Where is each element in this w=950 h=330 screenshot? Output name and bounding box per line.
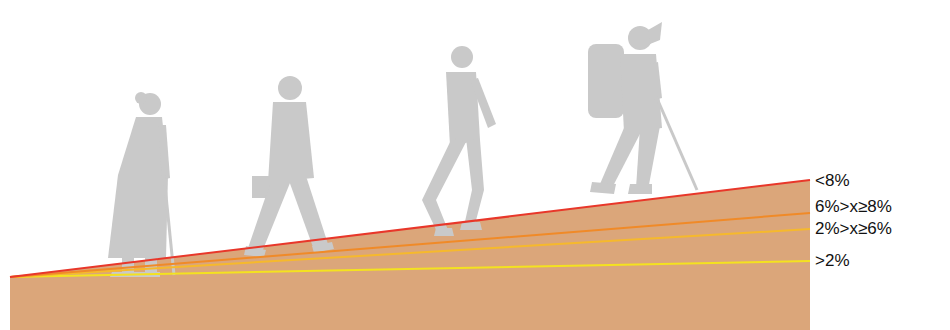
slope-label: <8% (815, 172, 850, 190)
slope-line-orange (10, 213, 810, 277)
hiker-figure (588, 22, 697, 194)
runner-figure (422, 46, 496, 236)
walker-figures (108, 22, 697, 277)
slope-line-red (10, 180, 810, 277)
slope-line-light-orange (10, 229, 810, 277)
elderly-figure (108, 92, 174, 277)
businessman-figure (244, 76, 334, 257)
slope-label: 6%>x≥8% (815, 198, 892, 216)
slope-label: >2% (815, 252, 850, 270)
slope-label: 2%>x≥6% (815, 220, 892, 238)
